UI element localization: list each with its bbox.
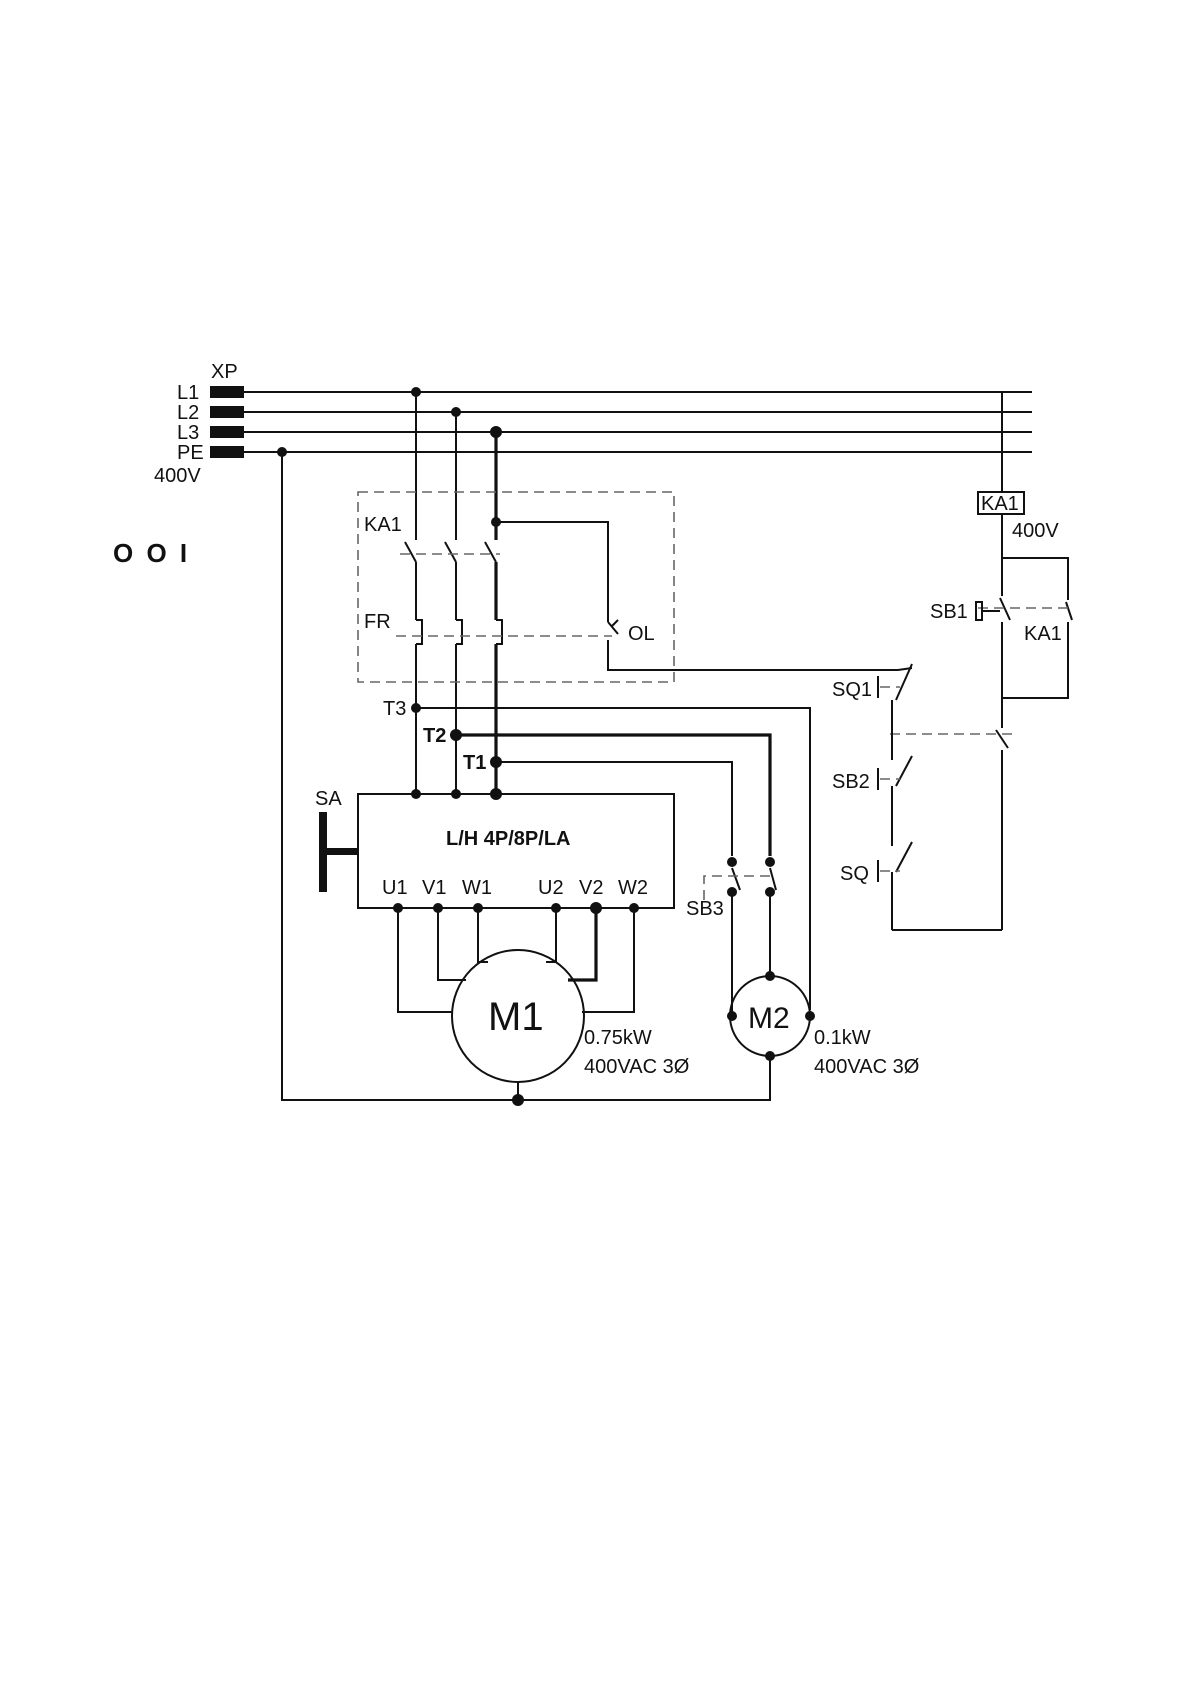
output-label-w2: W2 [618,877,648,899]
output-label-u1: U1 [382,877,408,899]
phase-label-l2: L2 [177,402,199,424]
overload-contact-circuit [491,517,898,670]
stop-button-label: SB2 [832,771,870,793]
phase-label-l1: L1 [177,382,199,404]
motor-m1-power: 0.75kW [584,1027,652,1049]
output-label-v2: V2 [579,877,603,899]
motor-m1-rating: 400VAC 3Ø [584,1056,689,1078]
terminal-label-t1: T1 [463,752,486,774]
motor-m2-rating: 400VAC 3Ø [814,1056,919,1078]
terminal-block-pe [210,446,244,458]
selector-label: SA [315,788,342,810]
terminal-label-t3: T3 [383,698,406,720]
overload-contact-label: OL [628,623,655,645]
side-mark: O O I [113,538,190,568]
motor-m2-label: M2 [748,1002,790,1035]
coil-ka1-label: KA1 [981,493,1019,515]
control-circuit [878,392,1072,930]
hold-contact-label: KA1 [1024,623,1062,645]
connector-label: XP [211,361,238,383]
output-label-v1: V1 [422,877,446,899]
limit-switch-1-label: SQ1 [832,679,872,701]
supply-bus [210,386,1032,458]
terminal-block-l3 [210,426,244,438]
contactor-enclosure [358,492,674,682]
start-button-label: SB1 [930,601,968,623]
switch-sb3 [704,857,776,1016]
switch-sb3-label: SB3 [686,898,724,920]
output-label-u2: U2 [538,877,564,899]
terminal-block-l1 [210,386,244,398]
output-label-w1: W1 [462,877,492,899]
motor-m2-power: 0.1kW [814,1027,871,1049]
phase-label-l3: L3 [177,422,199,444]
controller-title: L/H 4P/8P/LA [446,828,570,850]
main-contactor-label: KA1 [364,514,402,536]
selector-switch [319,812,358,892]
terminal-block-l2 [210,406,244,418]
limit-switch-label: SQ [840,863,869,885]
terminal-label-t2: T2 [423,725,446,747]
supply-voltage-label: 400V [154,465,201,487]
phase-label-pe: PE [177,442,204,464]
overload-relay-label: FR [364,611,391,633]
motor-m1-label: M1 [488,995,544,1039]
power-phase-3 [485,432,502,794]
coil-voltage-label: 400V [1012,520,1059,542]
